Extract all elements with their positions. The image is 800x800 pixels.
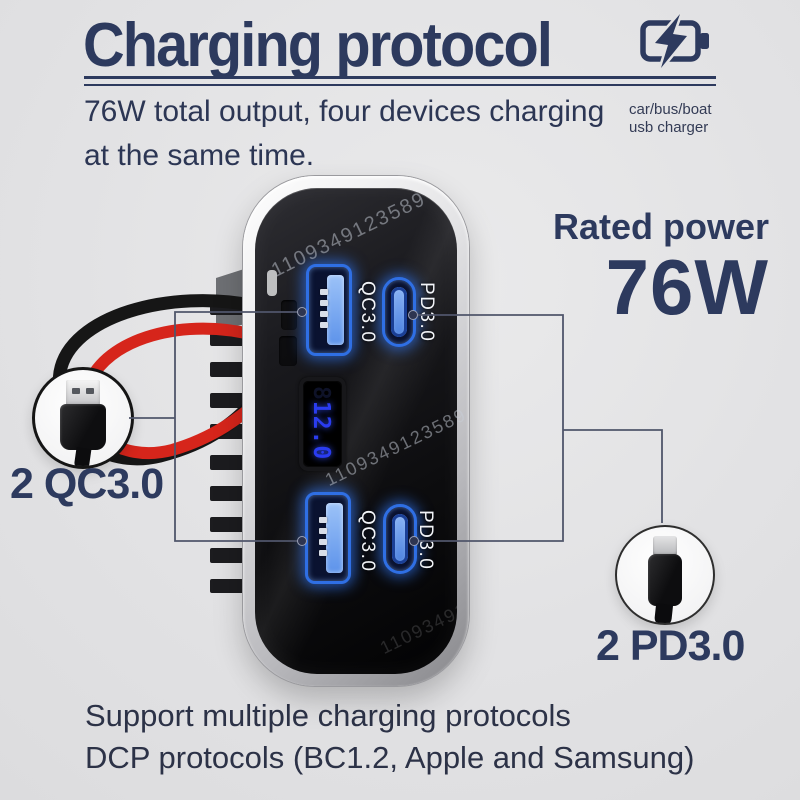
usb-c-plug-body <box>648 554 682 606</box>
usage-note: car/bus/boat usb charger <box>629 101 712 136</box>
charger-device: 1109349123589 <box>243 176 469 686</box>
usb-c-tongue <box>392 514 408 564</box>
subtitle-line-1: 76W total output, four devices charging <box>84 95 605 128</box>
display-value: 12.0 <box>308 400 334 461</box>
usb-c-port-bottom <box>383 504 417 574</box>
display-ghost-digit: 8 <box>308 386 334 401</box>
side-slot <box>281 300 297 330</box>
edge-notch <box>267 270 277 296</box>
display-screen: 812.0 <box>304 382 341 466</box>
title-underline-top <box>84 76 716 79</box>
rated-power: Rated power 76W <box>553 206 769 326</box>
rated-power-value: 76W <box>605 243 769 331</box>
usb-a-tongue <box>326 502 344 574</box>
footer-line-2: DCP protocols (BC1.2, Apple and Samsung) <box>85 740 695 775</box>
port-label-qc-bottom: QC3.0 <box>357 510 378 573</box>
usb-a-pins <box>319 289 328 329</box>
usb-c-plug-metal <box>653 536 677 556</box>
usb-a-pins <box>318 517 327 557</box>
usb-a-plug-body <box>60 404 106 450</box>
port-label-pd-bottom: PD3.0 <box>415 510 436 571</box>
voltage-display: 812.0 <box>299 377 346 471</box>
usb-a-tongue <box>327 274 345 346</box>
voltage-readout: 812.0 <box>308 386 334 460</box>
subtitle-line-2: at the same time. <box>84 139 315 172</box>
side-slot <box>279 336 297 366</box>
usb-a-port-top <box>306 264 352 356</box>
usb-a-port-bottom <box>305 492 351 584</box>
battery-charging-icon <box>640 12 709 70</box>
gloss-highlight <box>255 188 457 674</box>
usb-a-plug-metal <box>66 380 100 406</box>
rated-power-label: Rated power <box>552 206 769 247</box>
port-label-pd-top: PD3.0 <box>416 282 437 343</box>
usage-note-line-1: car/bus/boat <box>629 101 712 118</box>
pd-callout-label: 2 PD3.0 <box>596 622 745 670</box>
usage-note-line-2: usb charger <box>629 118 709 136</box>
usb-c-tongue <box>391 287 407 337</box>
usb-c-port-top <box>382 277 416 347</box>
qc-callout-circle <box>32 367 134 469</box>
title-underline-bottom <box>84 84 716 86</box>
port-label-qc-top: QC3.0 <box>357 281 378 344</box>
qc-callout-label: 2 QC3.0 <box>10 460 164 508</box>
page-title: Charging protocol <box>83 11 553 80</box>
footer-line-1: Support multiple charging protocols <box>85 698 571 733</box>
pd-callout-circle <box>615 525 715 625</box>
device-face: 1109349123589 <box>255 188 457 674</box>
